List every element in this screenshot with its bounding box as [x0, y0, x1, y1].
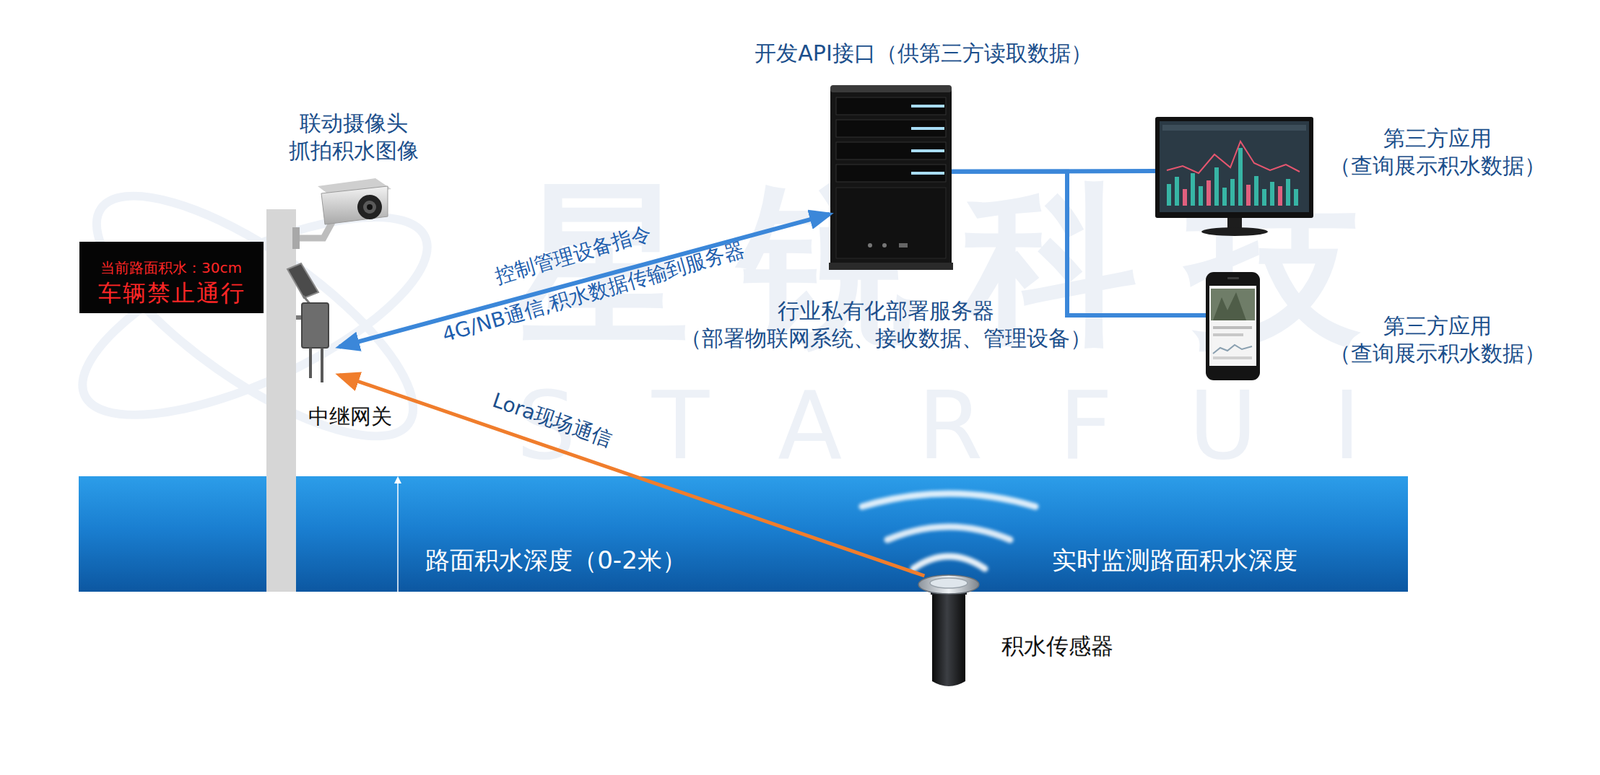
sign-text: 车辆禁止通行: [96, 278, 246, 308]
antenna: [309, 348, 312, 379]
server-top: [830, 85, 952, 93]
node-heading: 开发API接口（供第三方读取数据）: [754, 39, 1092, 68]
server-bay: [836, 119, 946, 138]
sign-text: 当前路面积水：30cm: [100, 259, 242, 278]
node-body: （查询展示积水数据）: [1329, 340, 1546, 368]
node-title: 第三方应用: [1383, 312, 1492, 341]
camera-hood: [317, 178, 392, 198]
gateway-node: 中继网关: [297, 288, 340, 383]
camera-body: [321, 186, 388, 225]
camera-lens: [357, 194, 382, 220]
antenna: [320, 348, 324, 383]
solar-panel: [287, 263, 319, 299]
band-text: 路面积水深度（0-2米）: [425, 545, 687, 577]
server-light: [911, 127, 945, 130]
solar-panel-arm: [303, 296, 311, 305]
node-heading: 联动摄像头 抓拍积水图像: [277, 109, 430, 165]
gateway-bracket: [296, 315, 304, 320]
gateway-box: [301, 303, 329, 349]
server-node: 开发API接口（供第三方读取数据）行业私有化部署服务器（部署物联网系统、接收数据…: [829, 84, 952, 271]
node-body: （部署物联网系统、接收数据、管理设备）: [680, 324, 1092, 353]
server-bay: [836, 142, 946, 160]
server-light: [911, 149, 945, 153]
node-label: 中继网关: [308, 403, 393, 430]
band-text: 实时监测路面积水深度: [1051, 545, 1298, 577]
sensor-node: 积水传感器: [918, 576, 980, 689]
camera-node: 联动摄像头 抓拍积水图像: [296, 178, 386, 240]
node-body: （查询展示积水数据）: [1329, 152, 1546, 180]
camera-plate: [292, 227, 300, 250]
phone-node: 第三方应用（查询展示积水数据）: [1205, 272, 1260, 381]
server-bay: [836, 97, 946, 115]
watermark-orbit: [63, 155, 446, 478]
water-band: 路面积水深度（0-2米） 实时监测路面积水深度: [78, 476, 1408, 593]
sensor-body: [932, 587, 966, 687]
camera-arm: [297, 222, 333, 239]
monitor-node: 第三方应用（查询展示积水数据）: [1155, 116, 1314, 235]
node-label: 积水传感器: [1001, 632, 1114, 661]
led-sign: 当前路面积水：30cm车辆禁止通行: [79, 241, 264, 314]
server-light: [911, 104, 945, 108]
camera-lens: [363, 200, 377, 214]
node-title: 行业私有化部署服务器: [777, 297, 995, 325]
camera-lens: [366, 204, 373, 211]
node-title: 第三方应用: [1383, 124, 1492, 153]
monitor-header: [1162, 124, 1307, 131]
watermark-orbit: [57, 178, 452, 455]
